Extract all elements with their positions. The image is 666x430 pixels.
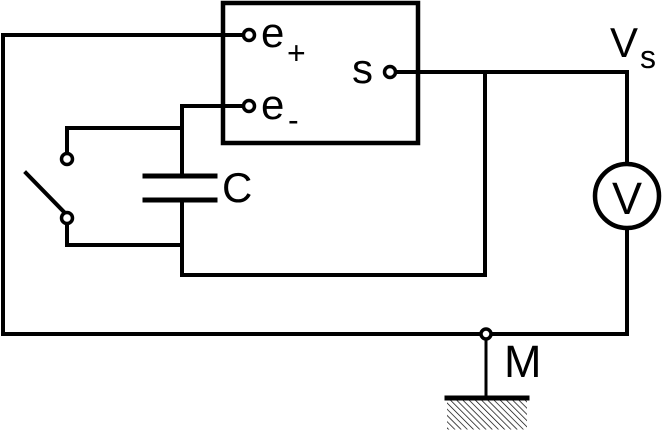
label-layer: e + e - s V s C V M [222,9,656,387]
switch-blade-icon [23,170,68,216]
label-e-plus-subscript: + [287,35,306,71]
label-vs: V [610,19,638,66]
label-e-minus-subscript: - [288,102,299,138]
label-vs-subscript: s [640,39,656,75]
label-voltmeter: V [612,173,642,224]
label-ground-node: M [504,336,542,387]
node-m [479,327,493,341]
label-s-terminal: s [352,45,373,92]
wire-e-plus-feedback [1,33,246,336]
label-capacitor: C [222,164,252,211]
switch-terminal-top [59,151,75,167]
label-e-minus: e [261,81,284,128]
terminal-e-plus [241,27,257,43]
ground-hatch [447,400,527,430]
terminal-s [382,64,398,80]
wire-switch-top [65,126,184,155]
switch-terminal-bottom [59,210,75,226]
wire-s-output [394,70,629,166]
wire-e-minus [180,104,246,178]
label-e-plus: e [261,9,284,56]
wire-switch-bottom [65,222,184,247]
wire-feedback-return [180,70,487,277]
terminal-e-minus [241,98,257,114]
